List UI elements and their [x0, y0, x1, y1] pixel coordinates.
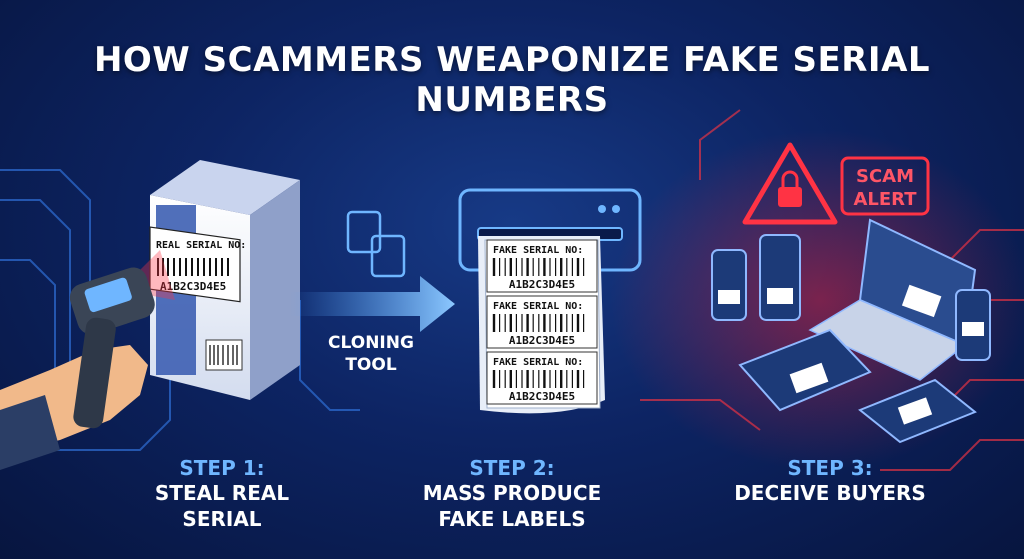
step-1-number: STEP 1:: [179, 456, 265, 480]
fake-label-code: A1B2C3D4E5: [509, 390, 575, 403]
cloning-arrow: [290, 276, 455, 332]
barcode-scanner-icon: [0, 267, 155, 470]
step-2-desc-line-1: MASS PRODUCE: [422, 481, 602, 505]
step-2: STEP 2: MASS PRODUCE FAKE LABELS: [400, 456, 624, 532]
phone-2: [759, 234, 801, 321]
real-serial-label: REAL SERIAL NO: A1B2C3D4E5: [149, 226, 246, 303]
scam-alert-line-1: SCAM: [856, 166, 914, 187]
step-1: STEP 1: STEAL REAL SERIAL: [112, 456, 332, 532]
phone-1: [711, 249, 747, 321]
cloning-line-2: TOOL: [345, 355, 397, 375]
fake-label-code: A1B2C3D4E5: [509, 278, 575, 291]
step-3: STEP 3: DECEIVE BUYERS: [720, 456, 940, 506]
fake-label-code: A1B2C3D4E5: [509, 334, 575, 347]
tablet-2: [858, 378, 977, 444]
warning-lock-icon: [742, 142, 838, 225]
step-3-number: STEP 3:: [787, 456, 873, 480]
scam-alert-badge: SCAM ALERT: [840, 156, 930, 216]
fake-label-1: FAKE SERIAL NO: A1B2C3D4E5: [486, 239, 598, 293]
page-title: HOW SCAMMERS WEAPONIZE FAKE SERIAL NUMBE…: [93, 40, 931, 120]
fake-label-heading: FAKE SERIAL NO:: [493, 245, 583, 256]
step-1-desc: STEAL REAL SERIAL: [154, 481, 290, 531]
fake-label-2: FAKE SERIAL NO: A1B2C3D4E5: [486, 295, 598, 349]
scam-alert-line-2: ALERT: [853, 189, 917, 210]
real-label-code: A1B2C3D4E5: [160, 280, 226, 293]
real-label-heading: REAL SERIAL NO:: [156, 240, 246, 251]
step-3-desc: DECEIVE BUYERS: [734, 481, 926, 505]
fake-label-heading: FAKE SERIAL NO:: [493, 301, 583, 312]
fake-label-3: FAKE SERIAL NO: A1B2C3D4E5: [486, 351, 598, 405]
cloning-line-1: CLONING: [328, 333, 414, 353]
step-2-number: STEP 2:: [469, 456, 555, 480]
cloning-tool-label: CLONING TOOL: [316, 332, 426, 376]
step-2-desc-line-2: FAKE LABELS: [438, 507, 586, 531]
tablet-1: [738, 328, 872, 412]
phone-3: [955, 289, 991, 361]
copy-documents-icon: [346, 210, 406, 278]
fake-label-heading: FAKE SERIAL NO:: [493, 357, 583, 368]
